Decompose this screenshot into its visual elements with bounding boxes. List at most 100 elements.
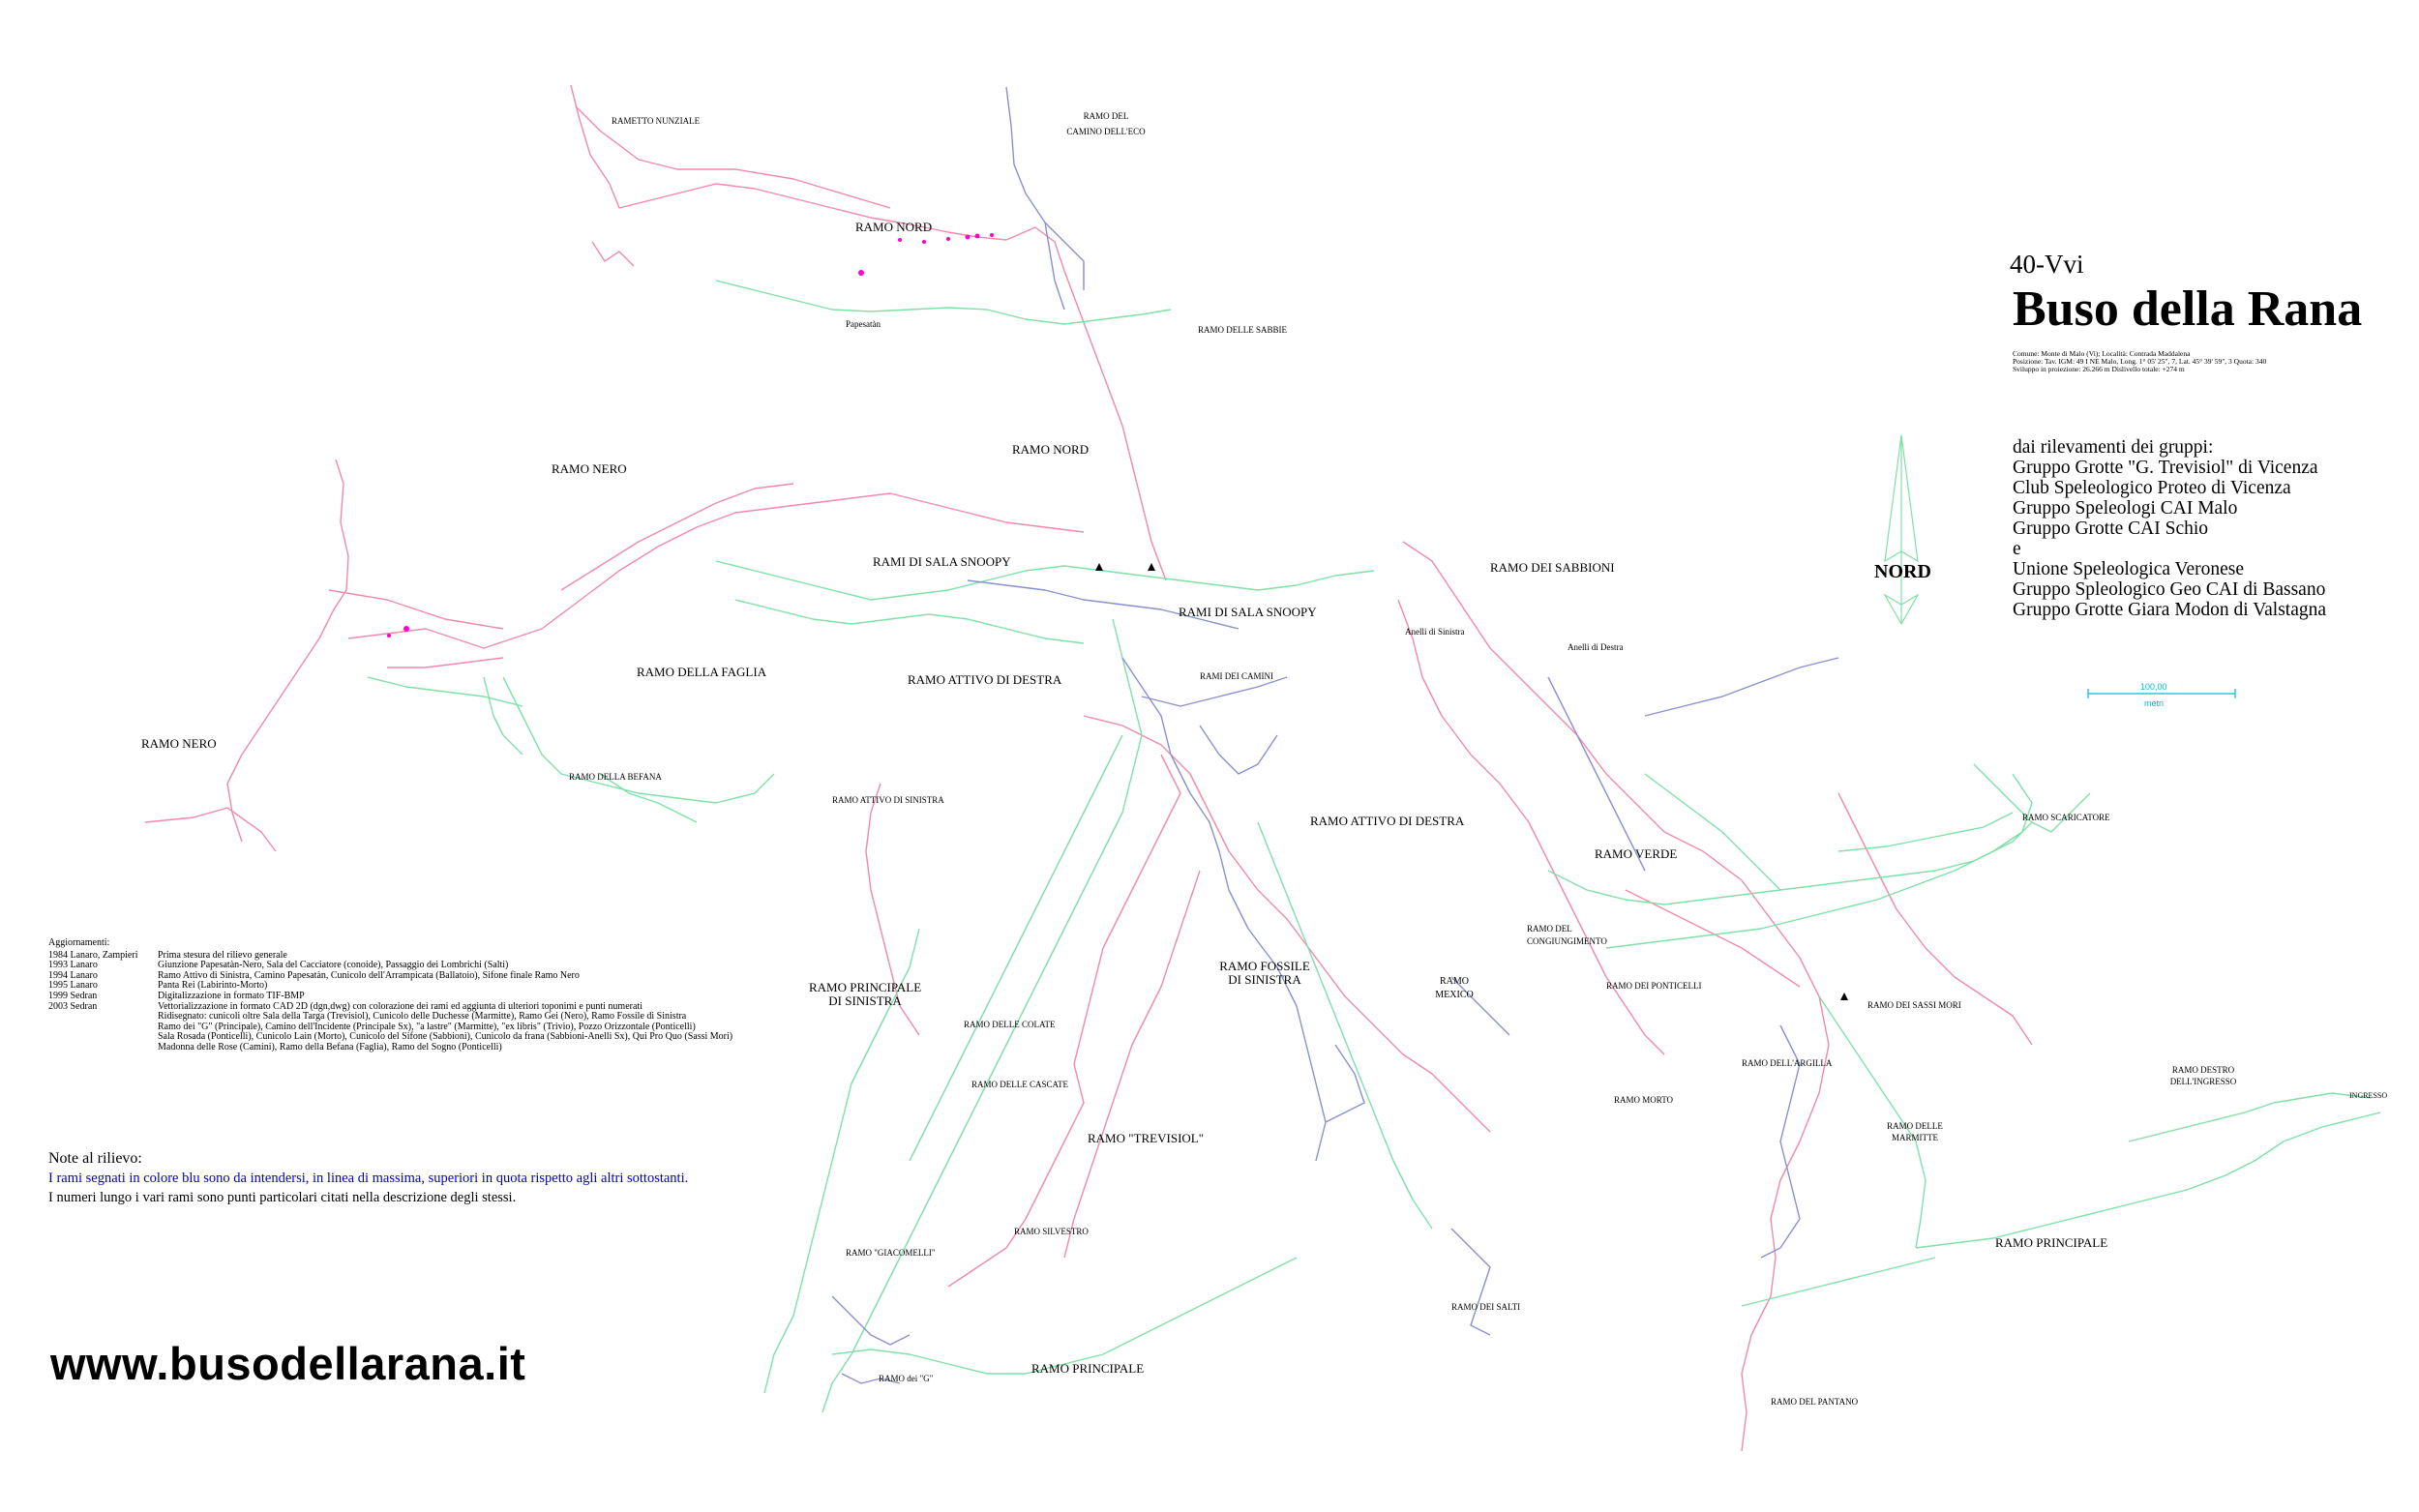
update-year: [48, 1043, 158, 1053]
surveyor-groups: dai rilevamenti dei gruppi: Gruppo Grott…: [2013, 437, 2326, 620]
notes-heading: Note al rilievo:: [48, 1150, 142, 1167]
label-ramo-delle-marmitte-line1: RAMO DELLE: [1887, 1121, 1943, 1131]
label-ramo-delle-cascate: RAMO DELLE CASCATE: [971, 1080, 1069, 1089]
label-papesatan: Papesatàn: [846, 319, 881, 329]
location-line: Sviluppo in proiezione: 26.266 m Dislive…: [2013, 365, 2185, 373]
cave-code: 40-Vvi: [2010, 250, 2084, 279]
label-ramo-principale-bottom: RAMO PRINCIPALE: [1031, 1361, 1145, 1376]
label-ramo-delle-sabbie: RAMO DELLE SABBIE: [1198, 325, 1287, 335]
surveyor-group: Gruppo Grotte CAI Schio: [2013, 519, 2209, 539]
updates-block: Aggiornamenti: 1984 Lanaro, Zampieri Prim…: [48, 937, 732, 1053]
surveyor-group: Unione Speleologica Veronese: [2013, 559, 2244, 579]
update-row: Sala Rosada (Ponticelli), Cunicolo Lain …: [48, 1032, 732, 1043]
label-ramo-congiungimento-line1: RAMO DEL: [1527, 924, 1572, 934]
update-text: Ramo Attivo di Sinistra, Camino Papesatà…: [158, 969, 580, 981]
label-ramo-principale-sinistra: RAMO PRINCIPALE DI SINISTRA: [809, 981, 921, 1008]
label-anelli-sinistra: Anelli di Sinistra: [1405, 627, 1465, 637]
label-rami-sala-snoopy-2: RAMI DI SALA SNOOPY: [1179, 605, 1317, 619]
update-year: [48, 1032, 158, 1043]
label-ramo-mexico-line2: MEXICO: [1435, 990, 1474, 1000]
update-text: Digitalizzazione in formato TIF-BMP: [158, 990, 305, 1001]
website-url[interactable]: www.busodellarana.it: [50, 1338, 526, 1389]
update-text: Sala Rosada (Ponticelli), Cunicolo Lain …: [158, 1031, 733, 1043]
north-arrow: [1883, 434, 1920, 626]
label-ramo-trevisiol: RAMO "TREVISIOL": [1088, 1131, 1205, 1145]
label-ramo-principale-sinistra-line1: RAMO PRINCIPALE: [809, 980, 922, 994]
cave-title: Buso della Rana: [2013, 282, 2363, 337]
label-ramo-morto: RAMO MORTO: [1614, 1095, 1674, 1105]
label-ramo-nero-left: RAMO NERO: [141, 736, 217, 751]
label-rami-sala-snoopy-1: RAMI DI SALA SNOOPY: [873, 554, 1011, 569]
update-row: Madonna delle Rose (Camini), Ramo della …: [48, 1041, 732, 1053]
label-ramo-fossile-line2: DI SINISTRA: [1228, 972, 1301, 987]
update-year: [48, 1023, 158, 1033]
label-ramo-fossile: RAMO FOSSILE DI SINISTRA: [1217, 960, 1312, 987]
label-ramo-congiungimento-line2: CONGIUNGIMENTO: [1527, 936, 1607, 946]
update-row: 1993 Lanaro Giunzione Papesatàn-Nero, Sal…: [48, 961, 732, 971]
update-year: 1999 Sedran: [48, 990, 98, 1001]
update-year: 1993 Lanaro: [48, 960, 98, 971]
label-ramo-destro-ingresso: RAMO DESTRO DELL'INGRESSO: [2160, 1064, 2247, 1087]
survey-notes: Note al rilievo: I rami segnati in color…: [48, 1149, 688, 1207]
label-ramo-principale-sinistra-line2: DI SINISTRA: [828, 993, 902, 1008]
blue-passages: [831, 86, 1839, 1384]
label-ramo-dell-argilla: RAMO DELL'ARGILLA: [1742, 1058, 1833, 1068]
pink-passages: [144, 84, 2033, 1452]
update-text: Ridisegnato: cunicoli oltre Sala della T…: [158, 1011, 687, 1023]
scale-unit: metri: [2144, 698, 2164, 708]
scale-value: 100,00: [2140, 682, 2167, 692]
scale-bar: [2087, 689, 2236, 698]
label-ingresso: INGRESSO: [2349, 1091, 2388, 1100]
update-text: Ramo dei "G" (Principale), Camino dell'I…: [158, 1021, 696, 1032]
label-ramo-principale-right: RAMO PRINCIPALE: [1995, 1235, 2108, 1250]
surveyor-group: Gruppo Speleologi CAI Malo: [2013, 498, 2238, 519]
label-camino-eco-line1: RAMO DEL: [1083, 111, 1129, 121]
location-info: Comune: Monte di Malo (Vi); Località: Co…: [2013, 350, 2332, 373]
label-ramo-attivo-sinistra: RAMO ATTIVO DI SINISTRA: [832, 795, 944, 805]
green-passages: [367, 280, 2381, 1413]
surveyor-group: Club Speleologico Proteo di Vicenza: [2013, 478, 2291, 498]
surveyor-group: e: [2013, 539, 2021, 559]
update-year: 1984 Lanaro, Zampieri: [48, 949, 138, 961]
update-text: Giunzione Papesatàn-Nero, Sala del Cacci…: [158, 960, 509, 971]
surveyor-intro: dai rilevamenti dei gruppi:: [2013, 437, 2214, 458]
label-ramo-attivo-destra-2: RAMO ATTIVO DI DESTRA: [1310, 814, 1465, 828]
label-ramo-destro-ingresso-line2: DELL'INGRESSO: [2169, 1077, 2237, 1086]
label-ramo-nord-mid: RAMO NORD: [1012, 442, 1090, 457]
label-ramo-mexico-line1: RAMO: [1439, 976, 1469, 987]
label-rami-dei-camini: RAMI DEI CAMINI: [1200, 671, 1273, 681]
triangle-markers: [1095, 563, 1848, 1000]
update-year: 2003 Sedran: [48, 1000, 98, 1012]
update-year: [48, 1012, 158, 1023]
north-label: NORD: [1874, 561, 1931, 582]
surveyor-group: Gruppo Grotte "G. Trevisiol" di Vicenza: [2013, 458, 2318, 478]
label-anelli-destra: Anelli di Destra: [1568, 642, 1624, 652]
update-text: Prima stesura del rilievo generale: [158, 949, 287, 961]
label-ramo-congiungimento: RAMO DEL CONGIUNGIMENTO: [1527, 923, 1607, 948]
label-ramo-della-befana: RAMO DELLA BEFANA: [569, 772, 662, 782]
label-ramo-nero-top: RAMO NERO: [552, 461, 627, 476]
label-ramo-della-faglia: RAMO DELLA FAGLIA: [637, 665, 767, 679]
label-ramo-dei-salti: RAMO DEI SALTI: [1451, 1302, 1521, 1312]
magenta-points: [387, 233, 994, 637]
label-ramo-delle-marmitte-line2: MARMITTE: [1892, 1133, 1938, 1142]
update-text: Madonna delle Rose (Camini), Ramo della …: [158, 1041, 502, 1052]
update-text: Panta Rei (Labirinto-Morto): [158, 980, 268, 992]
label-ramo-dei-g: RAMO dei "G": [879, 1374, 934, 1383]
update-row: Ramo dei "G" (Principale), Camino dell'I…: [48, 1021, 732, 1033]
updates-heading: Aggiornamenti:: [48, 937, 110, 948]
location-line: Comune: Monte di Malo (Vi); Località: Co…: [2013, 349, 2191, 358]
notes-blue-text: I rami segnati in colore blu sono da int…: [48, 1171, 689, 1186]
surveyor-group: Gruppo Spleologico Geo CAI di Bassano: [2013, 579, 2326, 600]
label-ramo-mexico: RAMO MEXICO: [1430, 975, 1478, 1002]
label-ramo-silvestro: RAMO SILVESTRO: [1014, 1227, 1089, 1236]
label-ramo-dei-sabbioni: RAMO DEI SABBIONI: [1490, 560, 1615, 575]
label-ramo-scaricatore: RAMO SCARICATORE: [2022, 813, 2110, 822]
surveyor-group: Gruppo Grotte Giara Modon di Valstagna: [2013, 600, 2327, 620]
update-row: 1984 Lanaro, Zampieri Prima stesura del r…: [48, 949, 732, 962]
label-ramo-delle-marmitte: RAMO DELLE MARMITTE: [1883, 1120, 1947, 1143]
label-ramo-verde: RAMO VERDE: [1595, 846, 1678, 861]
